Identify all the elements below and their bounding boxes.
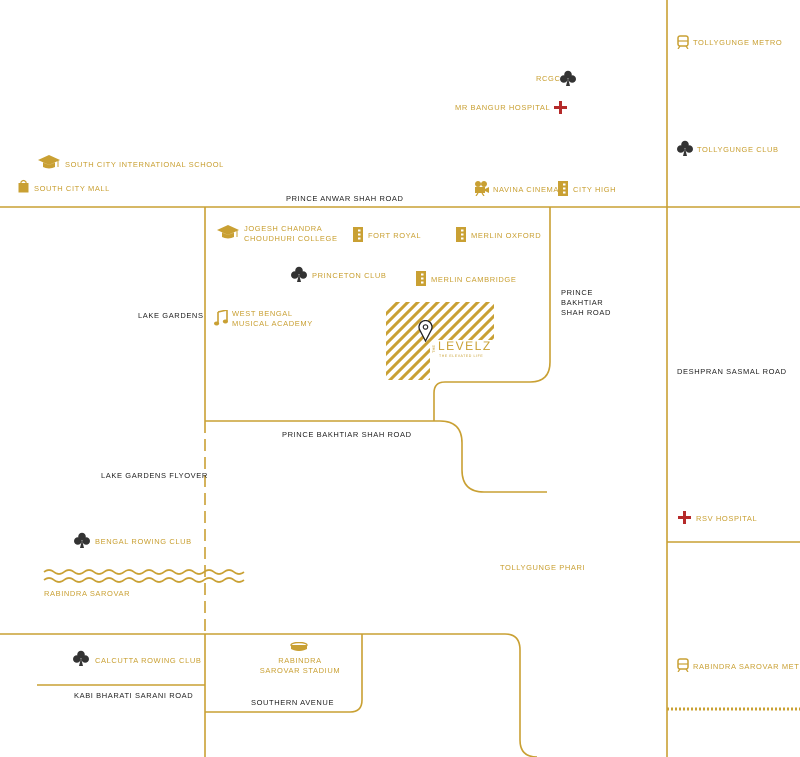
hospital-icon <box>678 511 691 524</box>
road-label-prince-bakhtiar-shah: PRINCE BAKHTIAR SHAH ROAD <box>282 430 412 439</box>
place-rsv-hospital: RSV HOSPITAL <box>696 514 758 523</box>
place-jogesh-chandra-college: JOGESH CHANDRA CHOUDHURI COLLEGE <box>244 224 338 243</box>
project-logo-prefix: THE <box>431 345 436 353</box>
stadium-icon <box>290 642 308 651</box>
road-label-lake-gardens-flyover: LAKE GARDENS FLYOVER <box>101 471 208 480</box>
place-tollygunge-metro: TOLLYGUNGE METRO <box>693 38 783 47</box>
project-logo-tagline: THE ELEVATED LIFE <box>439 354 484 358</box>
school-icon <box>38 155 60 169</box>
place-rabindra-sarovar-stadium: RABINDRA SAROVAR STADIUM <box>259 656 341 675</box>
place-calcutta-rowing-club: CALCUTTA ROWING CLUB <box>95 656 202 665</box>
lower-horizontal-road-line <box>0 633 538 757</box>
road-label-southern-avenue: SOUTHERN AVENUE <box>251 698 335 707</box>
school-icon <box>217 225 239 239</box>
place-city-high: CITY HIGH <box>573 185 617 194</box>
place-princeton-club: PRINCETON CLUB <box>312 271 387 280</box>
place-mr-bangur-hospital: MR BANGUR HOSPITAL <box>455 103 551 112</box>
place-fort-royal: FORT ROYAL <box>368 231 422 240</box>
cinema-icon <box>475 181 489 196</box>
music-icon <box>214 310 228 326</box>
lake-waves-icon <box>43 569 245 575</box>
building-icon <box>558 181 568 196</box>
place-merlin-oxford: MERLIN OXFORD <box>471 231 542 240</box>
club-icon <box>74 532 90 548</box>
place-tollygunge-phari: TOLLYGUNGE PHARI <box>500 563 586 572</box>
club-icon <box>677 140 693 156</box>
prince-bakhtiar-shah-road-line <box>205 420 547 493</box>
place-bengal-rowing-club: BENGAL ROWING CLUB <box>95 537 192 546</box>
road-label-kabi-bharati-sarani: KABI BHARATI SARANI ROAD <box>74 691 194 700</box>
location-pin-icon <box>418 320 433 342</box>
place-rabindra-sarovar: RABINDRA SAROVAR <box>44 589 131 598</box>
metro-icon <box>677 35 689 49</box>
place-rcgc: RCGC <box>536 74 561 83</box>
place-navina-cinema: NAVINA CINEMA <box>493 185 560 194</box>
road-label-prince-bakhtiar-shah-vertical: PRINCE BAKHTIAR SHAH ROAD <box>561 288 611 317</box>
club-icon <box>291 266 307 282</box>
hospital-icon <box>554 101 567 114</box>
southern-avenue-line <box>205 634 363 713</box>
place-rabindra-sarovar-metro: RABINDRA SAROVAR METRO <box>693 662 800 671</box>
road-label-deshpran-sasmal: DESHPRAN SASMAL ROAD <box>677 367 787 376</box>
place-south-city-mall: SOUTH CITY MALL <box>34 184 110 193</box>
building-icon <box>456 227 466 242</box>
club-icon <box>560 70 576 86</box>
building-icon <box>353 227 363 242</box>
shopping-bag-icon <box>18 179 29 193</box>
building-icon <box>416 271 426 286</box>
metro-icon <box>677 658 689 672</box>
club-icon <box>73 650 89 666</box>
prince-bakhtiar-shah-vertical-line <box>433 207 551 421</box>
place-tollygunge-club: TOLLYGUNGE CLUB <box>697 145 779 154</box>
place-west-bengal-musical-academy: WEST BENGAL MUSICAL ACADEMY <box>232 309 313 328</box>
project-logo-name: LEVELZ <box>438 339 492 353</box>
project-logo: THE LEVELZ THE ELEVATED LIFE <box>431 339 494 364</box>
road-label-lake-gardens: LAKE GARDENS <box>138 311 204 320</box>
road-label-prince-anwar-shah: PRINCE ANWAR SHAH ROAD <box>286 194 404 203</box>
place-merlin-cambridge: MERLIN CAMBRIDGE <box>431 275 517 284</box>
place-south-city-international-school: SOUTH CITY INTERNATIONAL SCHOOL <box>65 160 224 169</box>
